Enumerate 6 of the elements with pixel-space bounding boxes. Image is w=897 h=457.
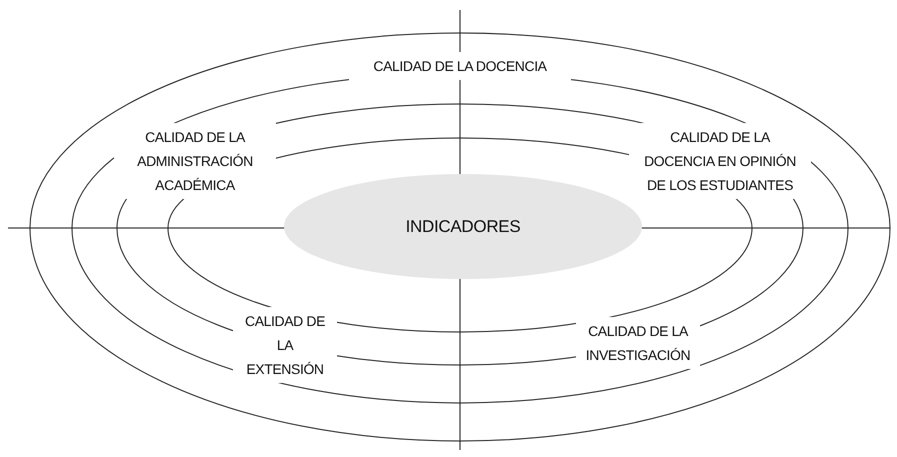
- ring-label: CALIDAD DE LA INVESTIGACIÓN: [576, 317, 700, 369]
- ring-label: CALIDAD DE LA ADMINISTRACIÓN ACADÉMICA: [114, 123, 276, 199]
- ring-label: CALIDAD DE LA EXTENSIÓN: [233, 307, 337, 383]
- ring-label: CALIDAD DE LA DOCENCIA: [349, 52, 571, 80]
- center-title: INDICADORES: [406, 216, 520, 236]
- ring-label: CALIDAD DE LA DOCENCIA EN OPINIÓN DE LOS ESTUDIANTES: [629, 123, 811, 199]
